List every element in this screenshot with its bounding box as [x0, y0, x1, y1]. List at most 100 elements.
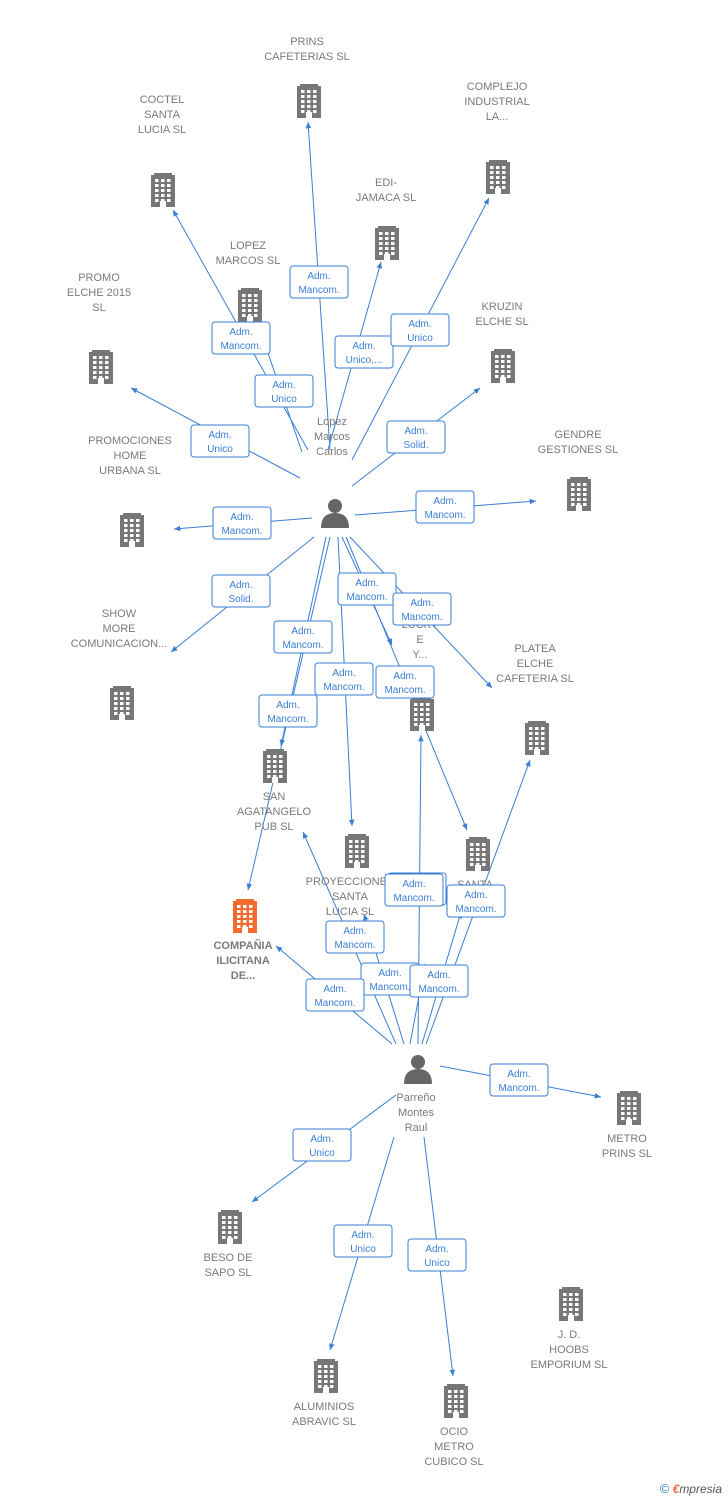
- role-badge[interactable]: Adm.Solid.: [386, 420, 446, 454]
- role-badge-text: Solid.: [228, 594, 253, 605]
- role-badge[interactable]: Adm.Unico: [254, 374, 314, 408]
- company-label-line: PROMO: [78, 272, 120, 284]
- company-label-line: SANTA: [144, 109, 181, 121]
- building-icon: [151, 173, 175, 207]
- person-icon: [404, 1055, 432, 1084]
- person-label-line: Montes: [398, 1107, 435, 1119]
- role-badge[interactable]: Adm.Mancom.: [337, 572, 397, 606]
- company-label-line: SHOW: [102, 608, 137, 620]
- person-label-line: Carlos: [316, 446, 348, 458]
- role-badge-text: Mancom.: [220, 341, 261, 352]
- building-icon: [345, 834, 369, 868]
- role-badge[interactable]: Adm.Mancom.: [258, 694, 318, 728]
- role-badge-text: Adm.: [404, 426, 427, 437]
- company-label-line: URBANA SL: [99, 465, 161, 477]
- role-badge[interactable]: Adm. Mancom.: [409, 964, 469, 998]
- person-label-line: Raul: [405, 1122, 428, 1134]
- company-label-line: ILICITANA: [216, 955, 270, 967]
- company-node-edi[interactable]: EDI-JAMACA SL: [356, 177, 417, 260]
- role-badge-text: Unico: [424, 1258, 450, 1269]
- role-badge-text: Adm.: [410, 598, 433, 609]
- role-badge[interactable]: Adm.Mancom.: [384, 873, 444, 907]
- company-node-compania[interactable]: COMPAÑIAILICITANADE...: [213, 899, 273, 982]
- company-label-line: PRINS: [290, 36, 324, 48]
- role-badge[interactable]: Adm.Mancom.: [212, 506, 272, 540]
- role-badge[interactable]: Adm.Mancom.: [305, 978, 365, 1012]
- role-badge[interactable]: Adm.Mancom.: [392, 592, 452, 626]
- building-icon: [89, 350, 113, 384]
- role-badge[interactable]: Adm.Mancom.: [489, 1063, 549, 1097]
- role-badge-text: Adm.: [332, 668, 355, 679]
- company-label-line: PLATEA: [514, 643, 556, 655]
- building-icon: [120, 513, 144, 547]
- role-badge-text: Adm.: [427, 970, 450, 981]
- role-badge[interactable]: Adm.Mancom.: [446, 884, 506, 918]
- company-label-line: SAN: [263, 791, 286, 803]
- company-label-line: ELCHE SL: [475, 316, 528, 328]
- role-badge[interactable]: Adm.Mancom.: [211, 321, 271, 355]
- building-icon: [263, 749, 287, 783]
- company-label-line: CUBICO SL: [424, 1456, 483, 1468]
- company-label-line: INDUSTRIAL: [464, 96, 529, 108]
- role-badge[interactable]: Adm.Unico: [292, 1128, 352, 1162]
- role-badge[interactable]: Adm.Solid.: [211, 574, 271, 608]
- role-badge[interactable]: Adm.Mancom.: [289, 265, 349, 299]
- role-badge-text: Adm.: [208, 430, 231, 441]
- role-badge[interactable]: Adm.Unico: [407, 1238, 467, 1272]
- role-badge[interactable]: Adm.Mancom.: [273, 620, 333, 654]
- role-badge[interactable]: Adm.Unico,...: [334, 335, 394, 369]
- role-badge-text: Mancom.: [346, 592, 387, 603]
- company-label-line: PUB SL: [254, 821, 293, 833]
- role-badge[interactable]: Adm.Mancom.: [415, 490, 475, 524]
- role-badge[interactable]: Adm.Mancom.: [375, 665, 435, 699]
- company-label-line: LUCIA SL: [138, 124, 186, 136]
- company-node-show[interactable]: SHOWMORECOMUNICACION...: [71, 608, 168, 720]
- company-node-complejo[interactable]: COMPLEJOINDUSTRIALLA...: [464, 81, 530, 194]
- role-badge-text: Adm.: [402, 879, 425, 890]
- role-badge-text: Adm.: [507, 1069, 530, 1080]
- company-label-line: SL: [92, 302, 105, 314]
- role-badge-text: Mancom.: [267, 714, 308, 725]
- role-badge[interactable]: Adm.Unico: [333, 1224, 393, 1258]
- company-label-line: EDI-: [375, 177, 397, 189]
- company-label-line: COMPAÑIA: [213, 939, 272, 952]
- role-badge[interactable]: Adm.Mancom.: [314, 662, 374, 696]
- building-icon: [233, 899, 257, 933]
- company-label-line: ALUMINIOS: [294, 1401, 355, 1413]
- company-label-line: OCIO: [440, 1426, 469, 1438]
- role-badge[interactable]: Adm.Unico: [190, 424, 250, 458]
- company-label-line: METRO: [607, 1133, 647, 1145]
- role-badge-text: Adm.: [323, 984, 346, 995]
- building-icon: [375, 226, 399, 260]
- role-badge-text: Adm.: [343, 926, 366, 937]
- role-badge-text: Unico,...: [346, 355, 383, 366]
- company-label-line: EMPORIUM SL: [530, 1359, 607, 1371]
- company-label-line: LA...: [486, 111, 509, 123]
- brand-logo-text: mpresia: [679, 1482, 722, 1496]
- building-icon: [491, 349, 515, 383]
- role-badge[interactable]: Adm.Unico: [390, 313, 450, 347]
- role-badge-text: Mancom.: [418, 984, 459, 995]
- building-icon: [297, 84, 321, 118]
- role-badge[interactable]: Adm.Mancom.: [325, 920, 385, 954]
- brand-logo-initial: €: [672, 1482, 680, 1496]
- building-icon: [567, 477, 591, 511]
